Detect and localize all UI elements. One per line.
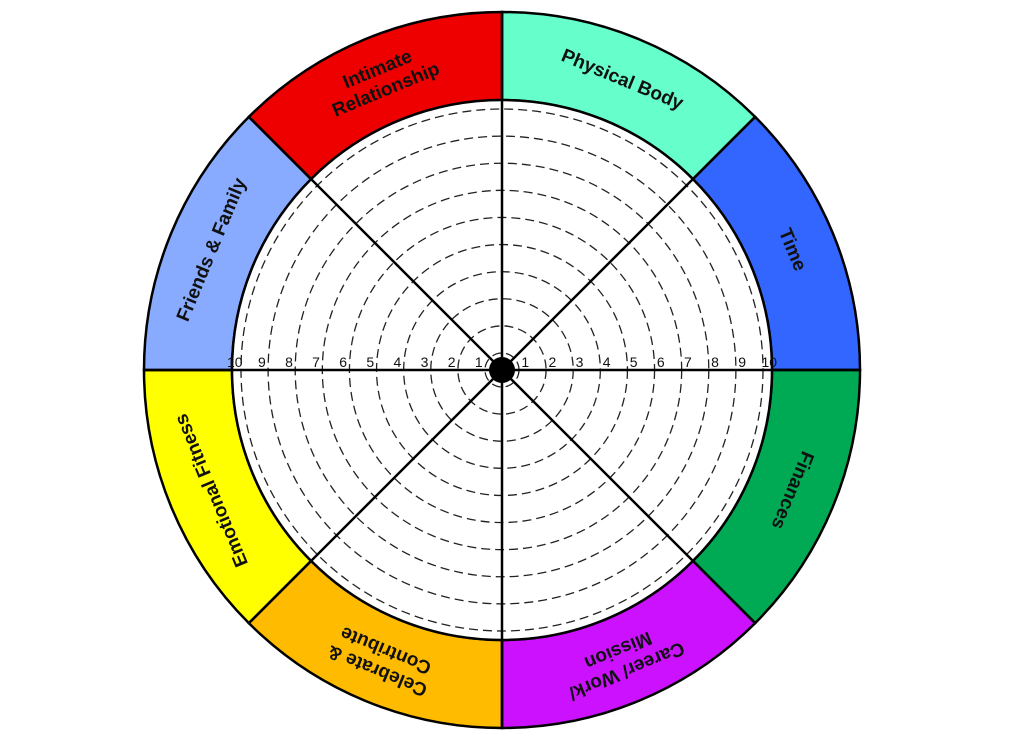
tick-left-5: 5	[366, 354, 374, 370]
category-segments	[142, 10, 862, 730]
tick-right-5: 5	[630, 354, 638, 370]
tick-right-7: 7	[684, 354, 692, 370]
spoke-1	[501, 115, 757, 371]
tick-right-2: 2	[548, 354, 556, 370]
tick-right-6: 6	[657, 354, 665, 370]
hub-dot	[489, 357, 515, 383]
tick-right-8: 8	[711, 354, 719, 370]
tick-right-3: 3	[576, 354, 584, 370]
tick-left-8: 8	[285, 354, 293, 370]
tick-left-10: 10	[227, 354, 243, 370]
spoke-3	[501, 369, 757, 625]
tick-right-9: 9	[738, 354, 746, 370]
spokes	[144, 12, 860, 728]
tick-left-3: 3	[421, 354, 429, 370]
tick-right-1: 1	[521, 354, 529, 370]
tick-left-9: 9	[258, 354, 266, 370]
tick-left-2: 2	[448, 354, 456, 370]
hub	[489, 357, 515, 383]
tick-left-6: 6	[339, 354, 347, 370]
spoke-5	[247, 369, 503, 625]
spoke-7	[247, 115, 503, 371]
tick-left-7: 7	[312, 354, 320, 370]
scale-ticks: 1 2 3 4 5 6 7 8 9 10 1 2 3 4 5 6 7 8 9 10	[227, 354, 777, 370]
tick-left-4: 4	[394, 354, 402, 370]
tick-right-4: 4	[603, 354, 611, 370]
tick-left-1: 1	[475, 354, 483, 370]
tick-right-10: 10	[761, 354, 777, 370]
